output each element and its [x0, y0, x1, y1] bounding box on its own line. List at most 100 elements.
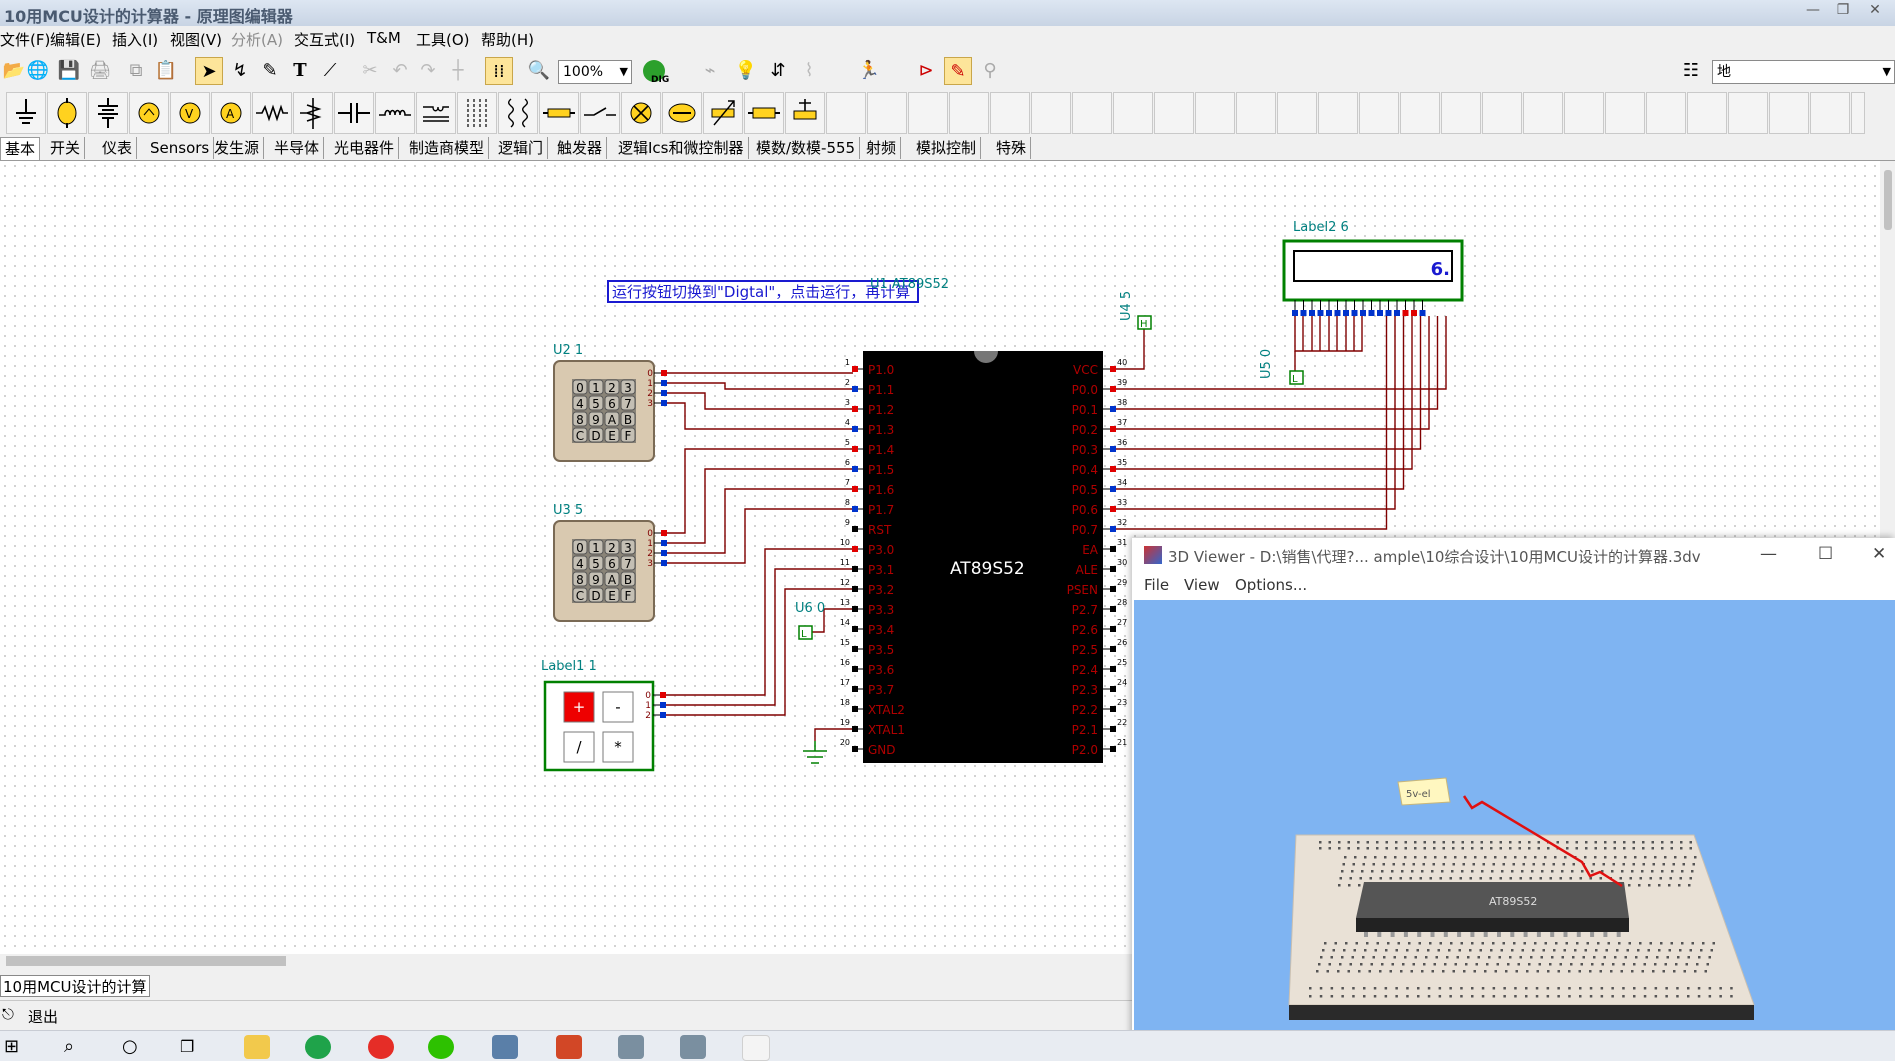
mcu-pin-terminal[interactable]	[852, 406, 858, 412]
empty-bin-13[interactable]	[1318, 92, 1358, 134]
mcu-pin-terminal[interactable]	[1110, 666, 1116, 672]
viewer-menu-view[interactable]: View	[1184, 576, 1220, 594]
potentiometer-icon[interactable]	[703, 92, 743, 134]
tab-special[interactable]: 特殊	[992, 137, 1032, 159]
empty-bin-14[interactable]	[1359, 92, 1399, 134]
wire[interactable]	[666, 588, 853, 716]
search-icon[interactable]: ⌕	[64, 1036, 75, 1057]
mcu-pin-terminal[interactable]	[852, 666, 858, 672]
windows-start-icon[interactable]: ⊞	[4, 1036, 20, 1057]
toolbar-scroll[interactable]	[1851, 92, 1865, 134]
run-digital-icon[interactable]	[643, 60, 665, 82]
minimize-button[interactable]: —	[1806, 2, 1820, 18]
wire[interactable]	[664, 508, 853, 564]
keypad-pin-terminal[interactable]	[661, 380, 667, 386]
mcu-pin-terminal[interactable]	[1110, 446, 1116, 452]
empty-bin-12[interactable]	[1277, 92, 1317, 134]
empty-bin-6[interactable]	[1031, 92, 1071, 134]
display-pin-terminal[interactable]	[1300, 310, 1307, 316]
empty-bin-16[interactable]	[1441, 92, 1481, 134]
empty-bin-15[interactable]	[1400, 92, 1440, 134]
keypad-key[interactable]	[620, 539, 636, 555]
mcu-pin-terminal[interactable]	[852, 526, 858, 532]
analyzer-icon[interactable]: ⌇	[804, 60, 814, 81]
display-pin-terminal[interactable]	[1377, 310, 1383, 316]
keypad-key[interactable]	[620, 571, 636, 587]
keypad-pin-terminal[interactable]	[661, 550, 667, 556]
mcu-pin-terminal[interactable]	[1110, 586, 1116, 592]
wire[interactable]	[664, 392, 853, 410]
empty-bin-21[interactable]	[1646, 92, 1686, 134]
keypad-key[interactable]	[604, 587, 620, 603]
task-view-icon[interactable]: ❐	[180, 1037, 195, 1056]
mcu-pin-terminal[interactable]	[1110, 526, 1116, 532]
cut-icon[interactable]: ✂	[362, 60, 378, 81]
undo-icon[interactable]: ↶	[392, 60, 408, 81]
keypad-key[interactable]	[572, 395, 588, 411]
document-tab[interactable]: 10用MCU设计的计算器	[0, 975, 150, 1018]
run-man-icon[interactable]: 🏃	[857, 60, 881, 81]
menu-help[interactable]: 帮助(H)	[481, 31, 534, 49]
help-pin-icon[interactable]: ⚲	[983, 60, 997, 81]
transformer2-icon[interactable]	[498, 92, 538, 134]
switch-icon[interactable]	[580, 92, 620, 134]
mcu-pin-terminal[interactable]	[852, 446, 858, 452]
menu-insert[interactable]: 插入(I)	[112, 31, 159, 49]
mcu-pin-terminal[interactable]	[852, 466, 858, 472]
empty-bin-23[interactable]	[1728, 92, 1768, 134]
keypad-key[interactable]	[588, 571, 604, 587]
viewer-menu-options[interactable]: Options...	[1235, 576, 1308, 594]
wire[interactable]	[664, 382, 853, 390]
display-pin-terminal[interactable]	[1394, 310, 1400, 316]
keypad-key[interactable]	[588, 539, 604, 555]
wechat-icon[interactable]	[428, 1035, 454, 1059]
mcu-pin-terminal[interactable]	[852, 626, 858, 632]
mcu-pin-terminal[interactable]	[1110, 706, 1116, 712]
keypad-key[interactable]	[588, 411, 604, 427]
lamp-icon[interactable]	[621, 92, 661, 134]
resistor-block-icon[interactable]	[744, 92, 784, 134]
display-pin-terminal[interactable]	[1292, 310, 1298, 316]
mcu-pin-terminal[interactable]	[852, 546, 858, 552]
transformer-icon[interactable]	[457, 92, 497, 134]
ground-symbol[interactable]	[803, 741, 827, 764]
keypad-key[interactable]	[604, 555, 620, 571]
wire[interactable]	[664, 402, 853, 430]
empty-bin-22[interactable]	[1687, 92, 1727, 134]
tab-logic-gates[interactable]: 逻辑门	[494, 137, 549, 159]
tab-switches[interactable]: 开关	[46, 137, 86, 159]
mcu-pin-terminal[interactable]	[1110, 506, 1116, 512]
wire[interactable]	[1116, 316, 1413, 470]
menu-analysis[interactable]: 分析(A)	[231, 31, 283, 49]
empty-bin-4[interactable]	[949, 92, 989, 134]
keypad-pin-terminal[interactable]	[661, 370, 667, 376]
wire[interactable]	[664, 468, 853, 544]
mcu-pin-terminal[interactable]	[1110, 566, 1116, 572]
display-pin-terminal[interactable]	[1385, 310, 1392, 316]
tab-optoelectronics[interactable]: 光电器件	[330, 137, 400, 159]
display-pin-terminal[interactable]	[1343, 310, 1349, 316]
keypad-key[interactable]	[620, 411, 636, 427]
mcu-pin-terminal[interactable]	[852, 366, 858, 372]
mcu-pin-terminal[interactable]	[1110, 626, 1116, 632]
keypad-pin-terminal[interactable]	[661, 400, 667, 406]
inductor-icon[interactable]	[375, 92, 415, 134]
keypad-key[interactable]	[588, 379, 604, 395]
mcu-pin-terminal[interactable]	[1110, 486, 1116, 492]
wire-tool-icon[interactable]: ↯	[232, 60, 248, 81]
mcu-body[interactable]	[863, 351, 1103, 763]
mcu-pin-terminal[interactable]	[852, 386, 858, 392]
ground-icon[interactable]	[6, 92, 46, 134]
layer-select[interactable]: 地 ▼	[1712, 60, 1895, 84]
keypad-key[interactable]	[604, 395, 620, 411]
keypad-key[interactable]	[572, 539, 588, 555]
mcu-pin-terminal[interactable]	[1110, 466, 1116, 472]
tab-rf[interactable]: 射频	[862, 137, 902, 159]
mcu-pin-terminal[interactable]	[1110, 746, 1116, 752]
menu-file[interactable]: 文件(F)	[0, 31, 51, 49]
menu-view[interactable]: 视图(V)	[170, 31, 222, 49]
voltmeter-icon[interactable]: V	[170, 92, 210, 134]
keypad-key[interactable]	[620, 379, 636, 395]
u5-source[interactable]	[1289, 370, 1304, 385]
keypad-pin-terminal[interactable]	[661, 560, 667, 566]
